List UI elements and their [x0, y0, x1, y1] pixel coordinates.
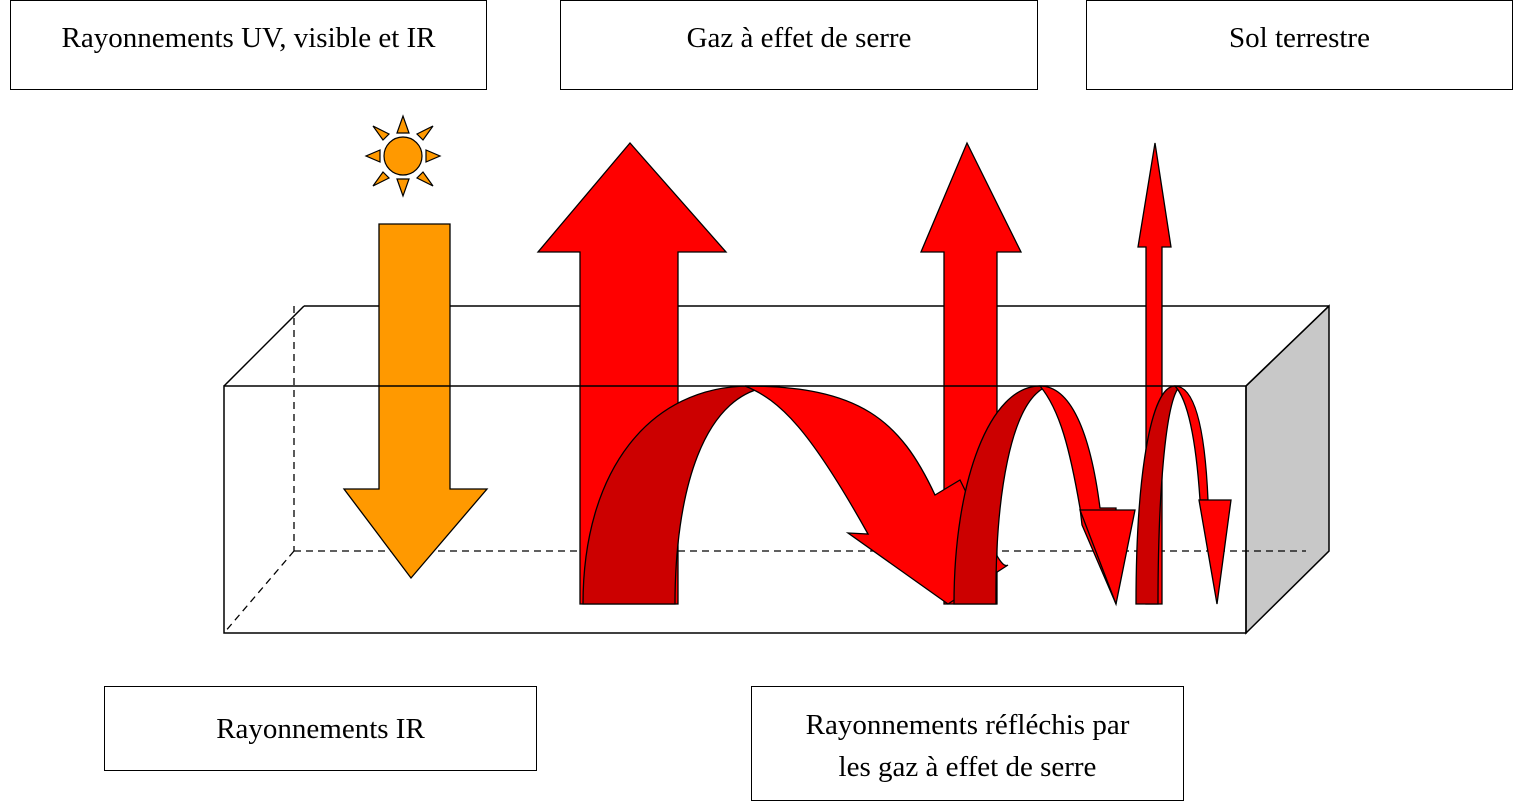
- incoming-radiation-arrow: [342, 223, 489, 580]
- label-reflected-radiation: Rayonnements réfléchis par les gaz à eff…: [751, 686, 1184, 801]
- sun-icon: [364, 114, 442, 198]
- label-ir-radiation: Rayonnements IR: [104, 686, 537, 771]
- box-side-face: [1245, 304, 1330, 635]
- label-ground: Sol terrestre: [1086, 0, 1513, 90]
- label-uv-visible-ir: Rayonnements UV, visible et IR: [10, 0, 487, 90]
- label-greenhouse-gas: Gaz à effet de serre: [560, 0, 1038, 90]
- box-front-face: [223, 385, 1247, 634]
